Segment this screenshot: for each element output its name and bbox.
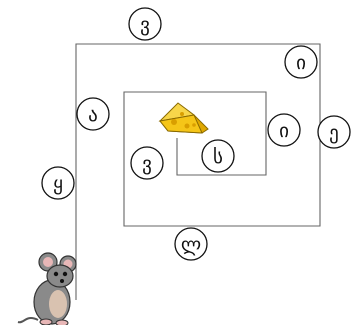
letter-bottom: ლ bbox=[181, 234, 201, 256]
letter-circle-inner-right[interactable]: ი bbox=[267, 113, 301, 147]
letter-outer-left: ა bbox=[88, 104, 98, 126]
letter-inner-left: ვ bbox=[142, 153, 152, 175]
letter-circle-bottom[interactable]: ლ bbox=[174, 227, 208, 261]
letter-outer-right-top: ი bbox=[296, 52, 306, 74]
cheese-icon bbox=[158, 102, 209, 134]
letter-far-right: ე bbox=[329, 122, 339, 144]
letter-circle-top[interactable]: ვ bbox=[128, 7, 162, 41]
letter-center: ს bbox=[213, 146, 223, 168]
letter-circle-inner-left[interactable]: ვ bbox=[130, 146, 164, 180]
letter-circle-far-right[interactable]: ე bbox=[317, 115, 351, 149]
letter-circle-center[interactable]: ს bbox=[201, 139, 235, 173]
maze-path bbox=[75, 43, 321, 300]
letter-circle-outer-right-top[interactable]: ი bbox=[284, 45, 318, 79]
letter-circle-outer-left[interactable]: ა bbox=[76, 97, 110, 131]
mouse-icon[interactable] bbox=[17, 252, 77, 325]
letter-inner-right: ი bbox=[279, 120, 289, 142]
letter-far-left: ყ bbox=[53, 173, 63, 195]
letter-top: ვ bbox=[140, 14, 150, 36]
letter-circle-far-left[interactable]: ყ bbox=[41, 166, 75, 200]
maze-path-line bbox=[75, 43, 321, 300]
